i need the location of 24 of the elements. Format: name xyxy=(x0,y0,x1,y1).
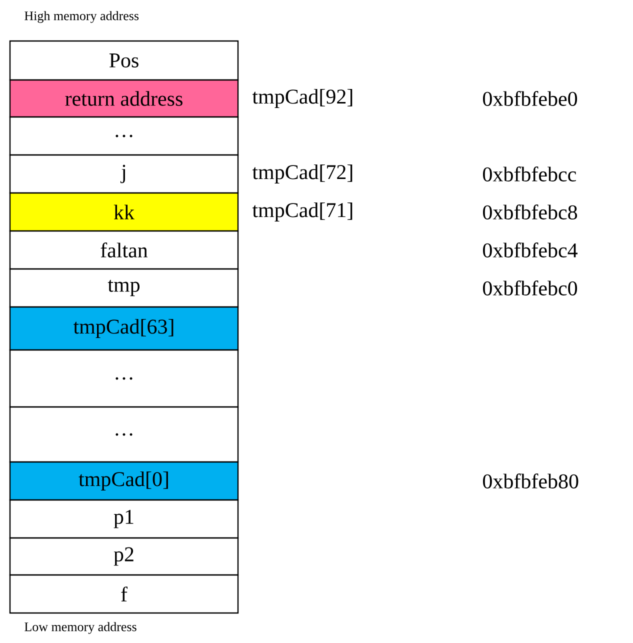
address-label: 0xbfbfebc0 xyxy=(483,280,578,296)
memory-cell: j xyxy=(9,154,239,194)
memory-cell: return address xyxy=(9,79,239,118)
address-label: 0xbfbfebc8 xyxy=(483,204,578,220)
memory-cell: p1 xyxy=(9,499,239,539)
memory-cell: Pos xyxy=(9,40,239,81)
memory-cell: faltan xyxy=(9,230,239,270)
memory-cell: kk xyxy=(9,192,239,232)
address-label: 0xbfbfebc4 xyxy=(483,242,578,258)
address-label: 0xbfbfebe0 xyxy=(483,91,578,106)
memory-cell: tmpCad[63] xyxy=(9,306,239,351)
memory-cell: … xyxy=(9,116,239,156)
memory-cell: tmp xyxy=(9,268,239,308)
address-label: 0xbfbfeb80 xyxy=(483,474,578,488)
memory-cell: … xyxy=(9,349,239,408)
variable-label: tmpCad[71] xyxy=(252,202,352,222)
memory-cell: f xyxy=(9,574,239,614)
address-label: 0xbfbfebcc xyxy=(483,166,576,182)
memory-cell: p2 xyxy=(9,537,239,576)
variable-label: tmpCad[92] xyxy=(252,88,352,108)
memory-cell: tmpCad[0] xyxy=(9,461,239,501)
variable-label: tmpCad[72] xyxy=(252,164,352,184)
memory-cell: … xyxy=(9,406,239,463)
memory-direction-label: High memory address xyxy=(24,11,139,23)
